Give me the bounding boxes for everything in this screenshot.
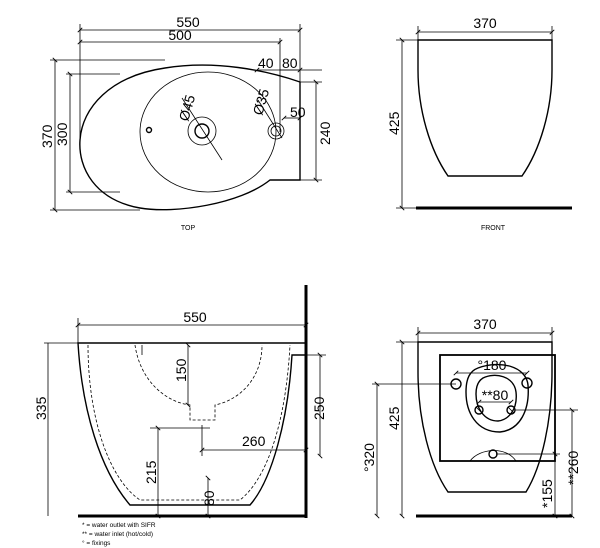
dim-top-dia45: Ø45: [176, 93, 199, 123]
dim-back-80: **80: [482, 387, 509, 403]
dim-top-dia35: Ø35: [250, 87, 273, 117]
dim-back-155: *155: [539, 479, 555, 508]
caption-top: TOP: [181, 225, 196, 232]
dim-side-80: 80: [201, 490, 217, 506]
dim-front-425: 425: [386, 111, 402, 135]
dim-side-550: 550: [183, 309, 207, 325]
note-inlet: ** = water inlet (hot/cold): [82, 531, 153, 538]
dim-back-260: **260: [565, 451, 581, 485]
top-basin-outline: [79, 64, 301, 211]
dim-top-40: 40: [258, 55, 274, 71]
dim-side-250: 250: [311, 396, 327, 420]
dim-back-180: °180: [478, 357, 507, 373]
dim-top-80: 80: [282, 55, 298, 71]
overflow-hole: [145, 126, 153, 134]
dim-side-260: 260: [242, 433, 266, 449]
outlet-hole: [488, 449, 498, 459]
back-mounting-plate: [439, 354, 556, 462]
side-outline: [77, 342, 307, 506]
dim-side-150: 150: [173, 358, 189, 382]
dim-top-370: 370: [39, 124, 55, 148]
dim-back-370: 370: [473, 316, 497, 332]
legend-notes: * = water outlet with SIFR ** = water in…: [82, 522, 156, 547]
top-inner-bowl: [139, 71, 277, 193]
dim-back-425: 425: [386, 406, 402, 430]
back-view: 370 °180 **80 425 °320 *155 **260: [361, 316, 581, 519]
side-bowl-cavity: [134, 344, 263, 421]
note-outlet: * = water outlet with SIFR: [82, 522, 156, 529]
caption-front: FRONT: [481, 225, 506, 232]
note-fixings: ° = fixings: [82, 539, 111, 547]
drain-outer: [187, 116, 217, 146]
dim-back-320: °320: [361, 443, 377, 472]
top-view: 550 500 40 80 Ø45 Ø35 50 370 300 240 TOP: [39, 14, 333, 232]
front-outline: [417, 39, 553, 177]
dim-top-550: 550: [176, 14, 200, 30]
side-view: 550 150 250 335 260 215 80: [33, 285, 327, 519]
dim-top-500: 500: [168, 27, 192, 43]
inlet-left: [474, 405, 484, 415]
drain-inner: [194, 123, 210, 139]
tap-hole: [267, 122, 285, 140]
dim-top-300: 300: [54, 122, 70, 146]
dim-front-370: 370: [473, 15, 497, 31]
back-outline: [417, 341, 553, 493]
side-inner-bowl: [87, 344, 291, 501]
front-view: 370 425 FRONT: [386, 15, 572, 232]
fixing-right: [521, 377, 533, 389]
dim-top-240: 240: [317, 121, 333, 145]
dim-side-335: 335: [33, 396, 49, 420]
dim-top-50: 50: [290, 104, 306, 120]
dim-side-215: 215: [143, 460, 159, 484]
